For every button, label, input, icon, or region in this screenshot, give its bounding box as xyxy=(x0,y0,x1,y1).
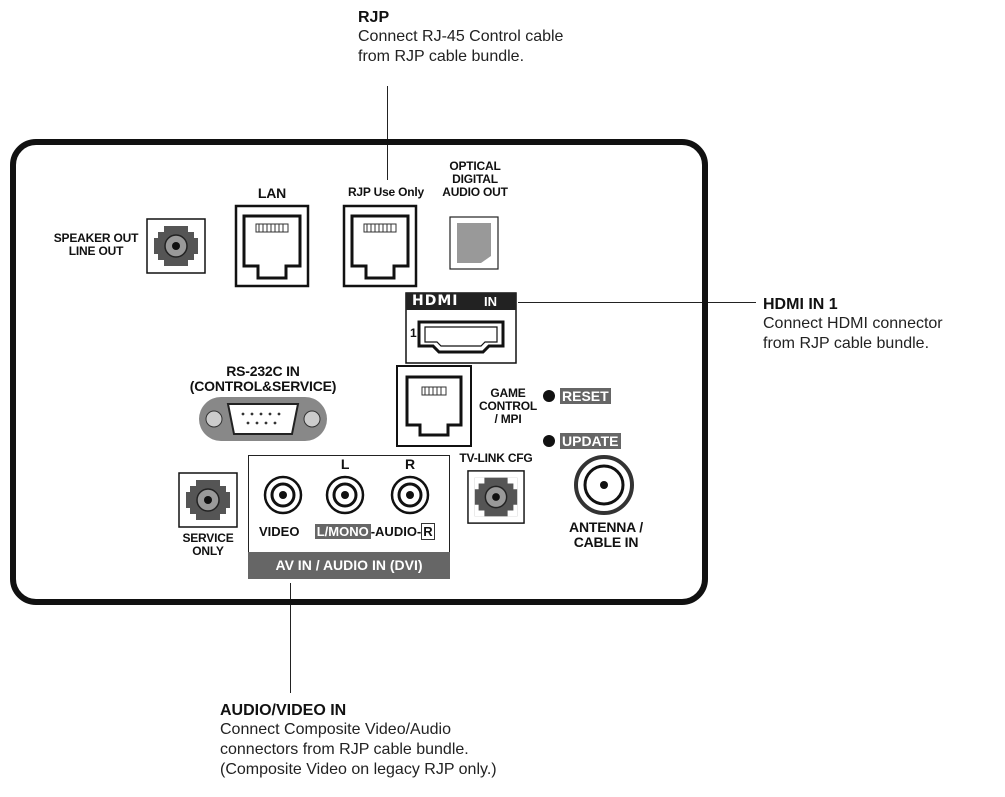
update-button xyxy=(543,435,555,447)
optical-port-icon xyxy=(449,216,499,270)
av-in-banner: AV IN / AUDIO IN (DVI) xyxy=(248,552,450,579)
tv-link-cfg-label: TV-LINK CFG xyxy=(459,451,533,465)
tv-link-cfg-jack-icon xyxy=(467,470,525,524)
av-callout-title: AUDIO/VIDEO IN xyxy=(220,702,347,719)
av-l-label: L xyxy=(340,456,350,472)
speaker-out-jack-icon xyxy=(146,218,206,274)
av-callout-line-1: Connect Composite Video/Audio xyxy=(220,721,451,738)
rs232-port-icon xyxy=(199,397,327,441)
hdmi-callout-line-1: Connect HDMI connector xyxy=(763,315,943,332)
audio-label: -AUDIO- xyxy=(370,524,422,539)
av-r-label: R xyxy=(405,456,415,472)
hdmi-leader-line xyxy=(518,302,756,303)
lan-label: LAN xyxy=(257,185,287,201)
antenna-label: ANTENNA /CABLE IN xyxy=(569,519,643,550)
av-jack-labels: VIDEO L/MONO-AUDIO-R xyxy=(259,523,435,540)
r-box-label: R xyxy=(421,523,435,540)
rear-panel xyxy=(10,139,708,605)
video-label: VIDEO xyxy=(259,524,300,539)
reset-label: RESET xyxy=(560,388,611,404)
av-leader-line xyxy=(290,583,291,693)
av-callout-line-2: connectors from RJP cable bundle. xyxy=(220,741,469,758)
rjp-port-icon xyxy=(342,204,418,288)
av-callout: AUDIO/VIDEO IN Connect Composite Video/A… xyxy=(220,701,497,780)
hdmi-port-number: 1 xyxy=(410,326,417,340)
video-rca-jack-icon xyxy=(263,475,303,515)
rjp-use-only-label: RJP Use Only xyxy=(347,185,425,199)
rs232-label: RS-232C IN(CONTROL&SERVICE) xyxy=(189,363,337,394)
rjp-callout: RJP Connect RJ-45 Control cable from RJP… xyxy=(358,8,563,67)
reset-button xyxy=(543,390,555,402)
hdmi-callout-line-2: from RJP cable bundle. xyxy=(763,335,930,352)
game-control-port-icon xyxy=(396,365,472,447)
hdmi-callout-title: HDMI IN 1 xyxy=(763,296,838,313)
rjp-leader-line xyxy=(387,86,388,180)
hdmi-in-label: IN xyxy=(484,294,497,309)
hdmi-callout: HDMI IN 1 Connect HDMI connector from RJ… xyxy=(763,295,943,354)
audio-right-rca-jack-icon xyxy=(390,475,430,515)
hdmi-port-icon xyxy=(405,292,517,364)
rjp-callout-title: RJP xyxy=(358,9,390,26)
antenna-connector-icon xyxy=(574,455,634,515)
av-callout-line-3: (Composite Video on legacy RJP only.) xyxy=(220,761,497,778)
hdmi-logo: HDMI xyxy=(412,293,459,309)
update-label: UPDATE xyxy=(560,433,621,449)
rjp-callout-line-1: Connect RJ-45 Control cable xyxy=(358,28,564,45)
service-only-jack-icon xyxy=(178,472,238,528)
audio-left-rca-jack-icon xyxy=(325,475,365,515)
rjp-callout-line-2: from RJP cable bundle. xyxy=(358,48,525,65)
l-mono-label: L/MONO xyxy=(314,524,371,539)
lan-port-icon xyxy=(234,204,310,288)
